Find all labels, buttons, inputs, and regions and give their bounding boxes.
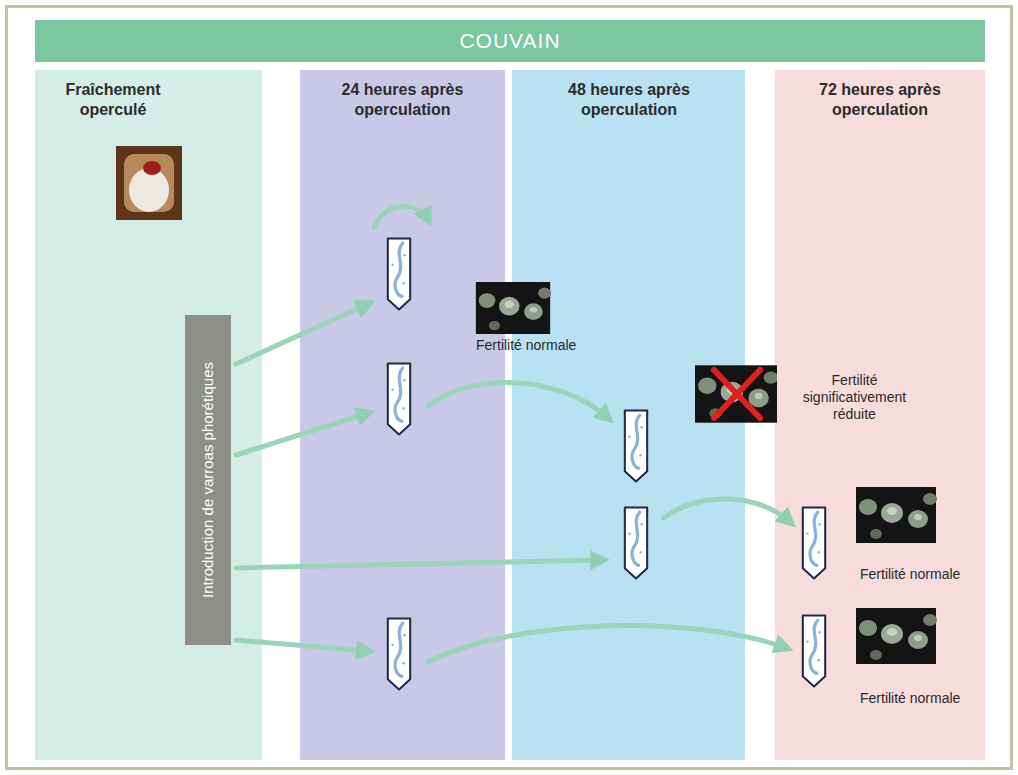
column-heading: Fraîchement operculé (43, 80, 183, 120)
bar-text: Introduction de varroas phorétiques (199, 322, 217, 638)
caption-holder: Fertilité normale (860, 566, 1000, 583)
caption-holder: Fertilité normale (476, 337, 626, 354)
fertility-caption: Fertilité normale (860, 566, 1000, 583)
title-text: COUVAIN (459, 29, 560, 53)
column-heading: 72 heures après operculation (790, 80, 970, 120)
time-band: 24 heures après operculation (300, 70, 505, 760)
column-heading: 48 heures après operculation (534, 80, 724, 120)
caption-holder: Fertilité normale (860, 690, 1000, 707)
title-bar: COUVAIN (35, 20, 985, 62)
intro-bar: Introduction de varroas phorétiques (185, 315, 231, 645)
fertility-caption: Fertilité significativement réduite (782, 372, 927, 422)
fertility-caption: Fertilité normale (476, 337, 626, 354)
caption-holder: Fertilité significativement réduite (782, 372, 927, 422)
fertility-caption: Fertilité normale (860, 690, 1000, 707)
time-band: 72 heures après operculation (775, 70, 985, 760)
column-heading: 24 heures après operculation (315, 80, 490, 120)
time-band: Fraîchement operculéIntroduction de varr… (35, 70, 262, 760)
time-band: 48 heures après operculation (512, 70, 745, 760)
